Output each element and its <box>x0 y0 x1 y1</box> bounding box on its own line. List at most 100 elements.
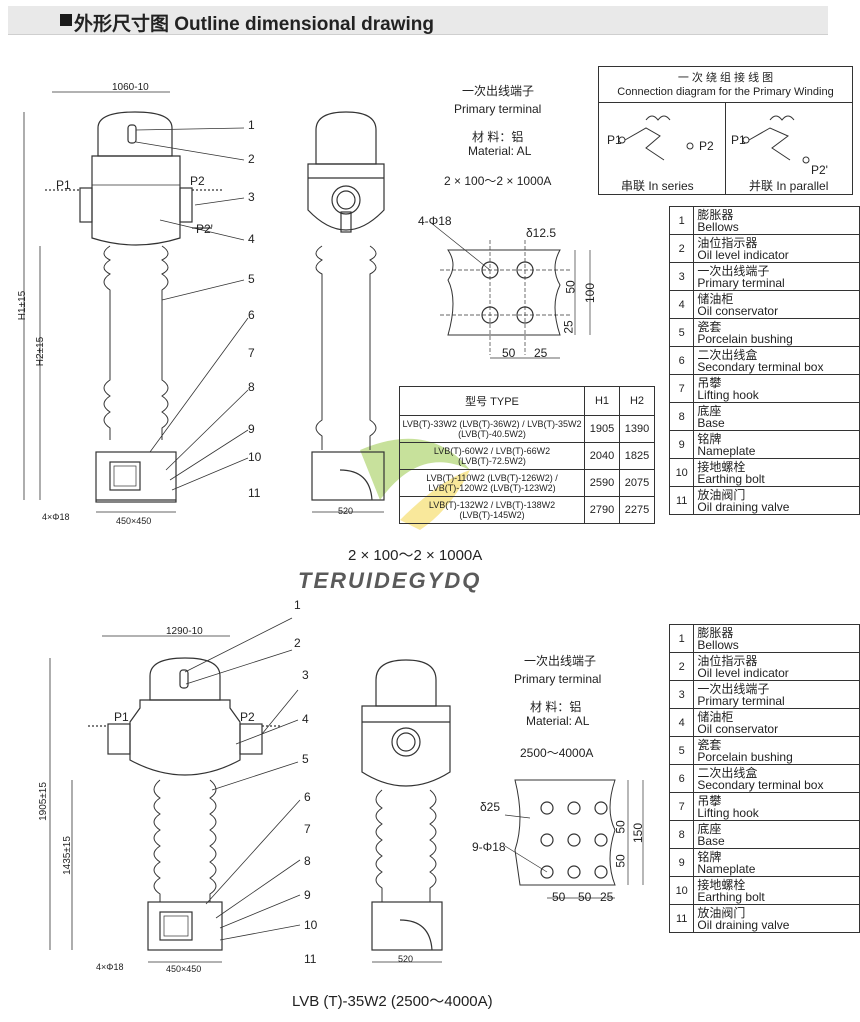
series-p2: P2 <box>699 139 714 153</box>
bottom-terminal-en: Primary terminal <box>514 672 602 686</box>
part-name-en: Nameplate <box>697 443 756 458</box>
top-callout-2: 2 <box>248 152 255 166</box>
bottom-material-cn: 材 料：铝 <box>530 700 582 714</box>
part-name-en: Bellows <box>697 219 739 234</box>
top-callout-1: 1 <box>248 118 255 132</box>
bottom-plate-dim-e: 50 <box>578 890 592 904</box>
part-name-cn: 铭牌 <box>697 431 722 446</box>
bottom-callout-8: 8 <box>304 854 311 868</box>
part-number: 11 <box>668 486 695 515</box>
part-name-en: Base <box>697 833 725 848</box>
parallel-p2b: P2' <box>811 163 828 177</box>
part-name-cn: 放油阀门 <box>697 487 746 502</box>
top-terminal-en: Primary terminal <box>454 102 542 116</box>
bottom-callout-2: 2 <box>294 636 301 650</box>
bottom-plate-dim-d: 50 <box>552 890 566 904</box>
top-dim-side: 520 <box>338 506 354 516</box>
bottom-terminal-cn: 一次出线端子 <box>524 654 597 668</box>
part-number: 8 <box>668 402 695 431</box>
part-name-en: Porcelain bushing <box>697 331 793 346</box>
part-name-en: Earthing bolt <box>697 471 765 486</box>
part-number: 6 <box>668 764 695 793</box>
table-row: LVB(T)-110W2 (LVB(T)-126W2) / LVB(T)-120… <box>399 469 655 497</box>
part-number: 5 <box>668 318 695 347</box>
top-callout-5: 5 <box>248 272 255 286</box>
part-name-en: Oil level indicator <box>697 665 789 680</box>
bottom-callout-10: 10 <box>304 918 318 932</box>
part-number: 5 <box>668 736 695 765</box>
part-number: 10 <box>668 876 695 905</box>
top-callout-4: 4 <box>248 232 255 246</box>
top-callout-9: 9 <box>248 422 255 436</box>
bottom-terminal-plate <box>504 779 644 899</box>
top-plate-dim-a: 50 <box>563 280 578 294</box>
bottom-plate-dim-c: 150 <box>631 822 646 844</box>
part-name-cn: 底座 <box>697 403 722 418</box>
part-name-en: Oil conservator <box>697 721 779 736</box>
part-number: 6 <box>668 346 695 375</box>
bottom-dim-base: 450×450 <box>166 964 202 974</box>
bottom-plate-dim-b: 50 <box>613 854 628 868</box>
bottom-dim-h2: 1435±15 <box>61 836 73 875</box>
part-name-en: Primary terminal <box>697 275 785 290</box>
table-row: LVB(T)-132W2 / LVB(T)-138W2 (LVB(T)-145W… <box>399 496 655 524</box>
top-label-p1: P1 <box>56 178 71 192</box>
part-name-cn: 二次出线盒 <box>697 347 758 362</box>
part-number: 8 <box>668 820 695 849</box>
series-label: 串联 In series <box>621 179 694 193</box>
part-name-cn: 储油柜 <box>697 709 734 724</box>
part-name-en: Lifting hook <box>697 387 759 402</box>
part-name-en: Secondary terminal box <box>697 777 824 792</box>
part-number: 7 <box>668 792 695 821</box>
part-name-en: Oil draining valve <box>697 499 790 514</box>
top-dim-h1: H1±15 <box>17 290 29 321</box>
bottom-front-view <box>49 617 301 963</box>
part-number: 9 <box>668 430 695 459</box>
bottom-callout-3: 3 <box>302 668 309 682</box>
part-name-cn: 油位指示器 <box>697 235 758 250</box>
bottom-label-p2: P2 <box>240 710 255 724</box>
bottom-plate-dim-f: 25 <box>600 890 614 904</box>
part-name-cn: 储油柜 <box>697 291 734 306</box>
square-bullet-icon <box>60 14 72 26</box>
bottom-plate-dim-a: 50 <box>613 820 628 834</box>
parallel-p1: P1 <box>731 133 746 147</box>
top-label-p2b: P2' <box>196 222 213 236</box>
part-name-en: Base <box>697 415 725 430</box>
top-terminal-plate <box>429 221 591 359</box>
part-name-cn: 吊攀 <box>697 793 722 808</box>
part-name-cn: 一次出线端子 <box>697 681 770 696</box>
top-callout-10: 10 <box>248 450 262 464</box>
top-material-en: Material: AL <box>468 144 532 158</box>
part-number: 7 <box>668 374 695 403</box>
top-callout-8: 8 <box>248 380 255 394</box>
top-callout-11: 11 <box>248 486 261 500</box>
top-plate-dim-d: 50 <box>502 346 516 360</box>
bottom-caption: LVB (T)-35W2 (2500～4000A) <box>292 993 493 1010</box>
top-plate-dim-e: 25 <box>534 346 548 360</box>
bottom-callout-1: 1 <box>294 598 301 612</box>
bottom-label-p1: P1 <box>114 710 129 724</box>
top-terminal-cn: 一次出线端子 <box>462 84 535 98</box>
connection-diagram-lines <box>618 115 810 164</box>
part-number: 9 <box>668 848 695 877</box>
part-name-cn: 底座 <box>697 821 722 836</box>
